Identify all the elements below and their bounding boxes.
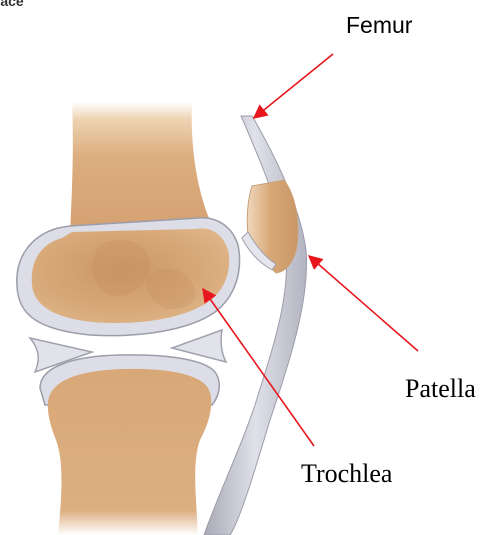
- femur-shaft: [70, 102, 212, 235]
- patella: [247, 180, 298, 273]
- femur-arrow: [254, 54, 333, 118]
- femur-label: Femur: [346, 14, 412, 37]
- patellar-tendon: [204, 116, 307, 535]
- trochlea-label: Trochlea: [301, 461, 392, 487]
- patella-arrow: [309, 256, 418, 351]
- patella-label: Patella: [405, 376, 476, 402]
- tibia: [48, 369, 211, 535]
- meniscus-right: [172, 330, 226, 362]
